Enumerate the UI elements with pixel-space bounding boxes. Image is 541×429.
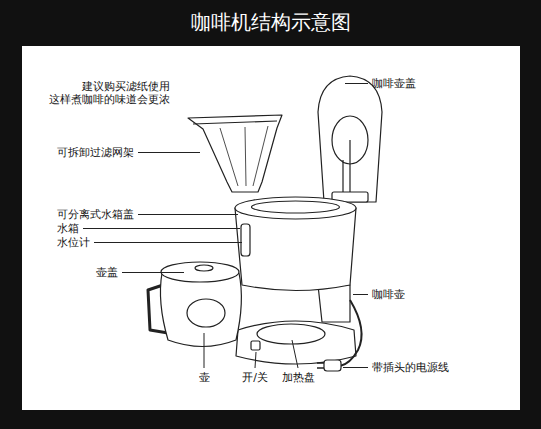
filter-rim (193, 121, 277, 124)
leader-line (83, 228, 240, 229)
carafe-body (160, 273, 241, 347)
note-text: 建议购买滤纸使用 这样煮咖啡的味道会更浓 (38, 80, 170, 106)
filter-ribs (220, 126, 268, 186)
part-label: 带插头的电源线 (372, 361, 449, 374)
part-label: 可拆卸过滤网架 (57, 146, 134, 159)
leader-line (255, 352, 256, 368)
machine-lid (318, 76, 382, 202)
carafe-inner (187, 299, 225, 327)
water-tank (235, 208, 356, 291)
leader-line (138, 152, 200, 153)
power-switch (251, 341, 260, 350)
leader-line (343, 367, 368, 368)
part-label: 水位计 (57, 236, 90, 249)
tank-lid (235, 197, 356, 219)
leader-line (94, 242, 242, 243)
part-label: 开/关 (242, 371, 268, 384)
heating-plate (257, 324, 325, 344)
power-cord (340, 300, 362, 366)
leader-line (122, 272, 184, 273)
carafe-lid-knob (195, 265, 213, 271)
machine-column (318, 285, 350, 322)
part-label: 咖啡壶盖 (372, 77, 416, 90)
part-label: 可分离式水箱盖 (57, 208, 134, 221)
part-label: 加热盘 (282, 371, 315, 384)
tank-opening (252, 201, 340, 213)
water-level-window (241, 224, 250, 256)
leader-line (345, 83, 368, 84)
lid-arm (343, 140, 350, 196)
leader-line (138, 214, 238, 215)
part-label: 水箱 (57, 222, 79, 235)
diagram-title: 咖啡机结构示意图 (0, 8, 541, 36)
plug-prongs (317, 363, 324, 368)
leader-line (204, 333, 205, 368)
filter-basket (188, 115, 282, 192)
part-label: 壶 (199, 371, 210, 384)
part-label: 咖啡壶 (372, 288, 405, 301)
leader-line (353, 294, 368, 295)
part-label: 壶盖 (96, 266, 118, 279)
leader-line (292, 340, 298, 368)
power-plug (324, 360, 341, 371)
